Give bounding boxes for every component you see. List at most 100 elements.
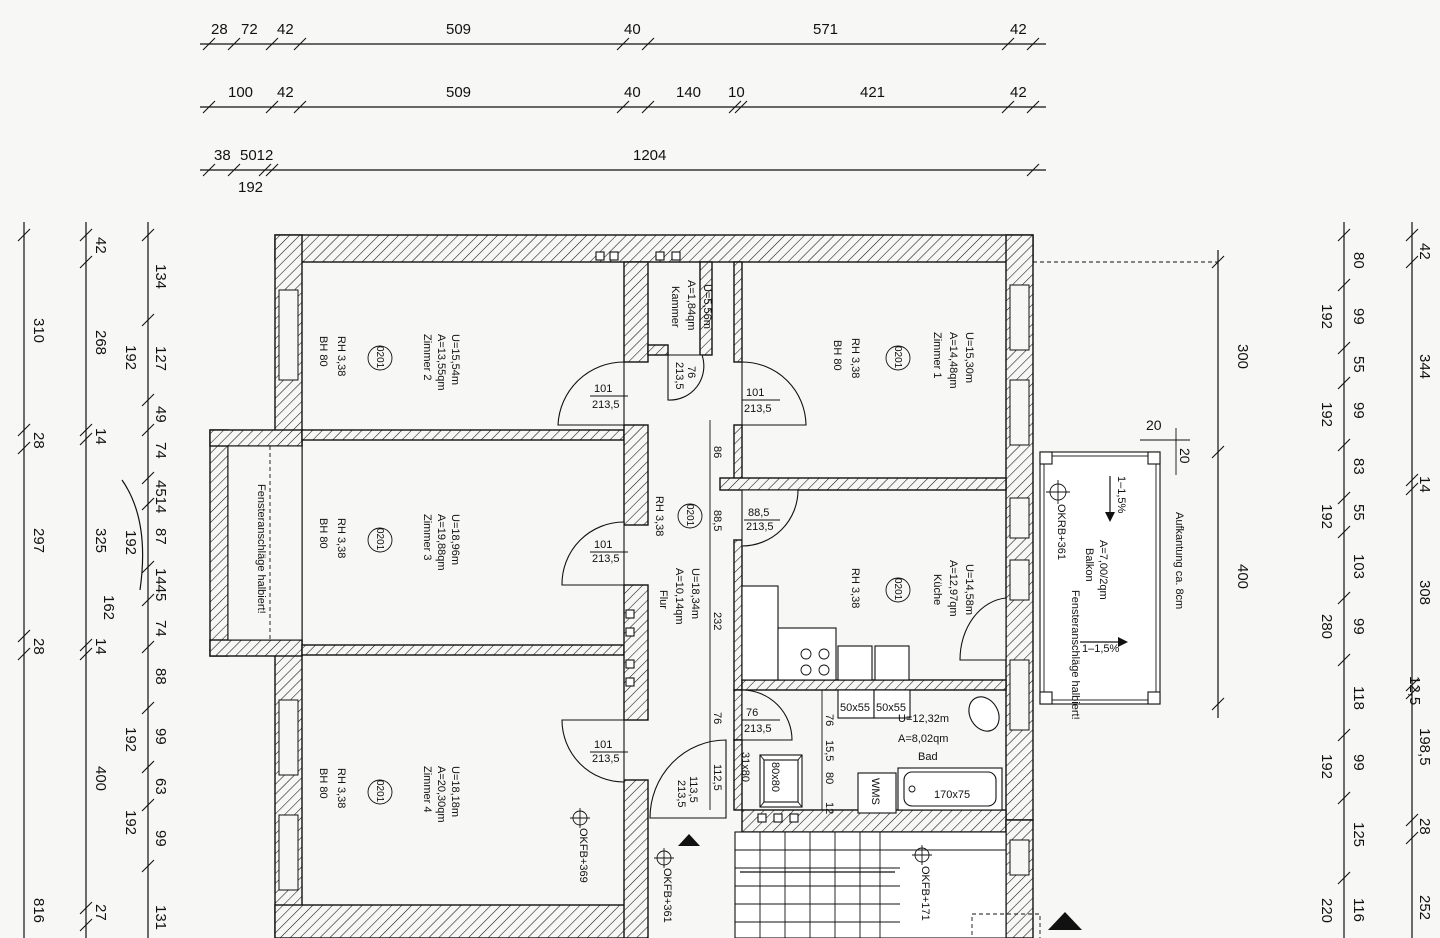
bath-label: 170x75 [934, 789, 970, 801]
entry-door-h: 213,5 [675, 780, 687, 808]
balkon-aufkantung: Aufkantung ca. 8cm [1173, 512, 1185, 609]
bad-door-w: 76 [746, 707, 758, 719]
dim-left-4-4: 74 [152, 442, 169, 459]
inner-dimensions: 86 88,5 232 76 112,5 76 15,5 80 12 [709, 420, 835, 814]
right-dimension-chains: 300 400 192 192 192 280 192 220 80 99 55… [1211, 222, 1433, 938]
kueche-rh: RH 3,38 [849, 568, 861, 608]
sink2-label: 50x55 [876, 702, 906, 714]
zimmer1-name: Zimmer 1 [931, 332, 943, 378]
dim-left-3-4: 192 [122, 727, 139, 752]
dim-left-4-1: 134 [152, 264, 169, 289]
dim-left-4-6: 87 [152, 528, 169, 545]
dim-right-2-6: 220 [1318, 898, 1335, 923]
dim-left-2-4: 325 [92, 528, 109, 553]
dim-right-2-2: 192 [1318, 402, 1335, 427]
level-okfb-361: OKFB+361 [661, 868, 673, 923]
dim-right-3-5: 83 [1350, 458, 1367, 475]
dim-right-2-5: 192 [1318, 754, 1335, 779]
kueche-door-h: 213,5 [746, 521, 774, 533]
dim-right-2-1: 192 [1318, 304, 1335, 329]
dim-right-3-10: 99 [1350, 754, 1367, 771]
dim-left-4-7: 1445 [152, 568, 169, 601]
zimmer1-rh: RH 3,38 [849, 338, 861, 378]
inner-dim-80: 80 [823, 772, 835, 784]
zimmer1-a: A=14,48qm [947, 332, 959, 389]
flur-num: 0201 [684, 504, 695, 527]
door3-w: 101 [594, 739, 612, 751]
dim-right-3-3: 55 [1350, 356, 1367, 373]
zimmer2-rh: RH 3,38 [335, 336, 347, 376]
inner-dim-86: 86 [711, 446, 723, 458]
flur-u: U=18,34m [689, 568, 701, 619]
room-zimmer-4: U=18,18m A=20,30qm Zimmer 4 0201 RH 3,38… [317, 766, 461, 823]
dim-left-2-5: 14 [92, 638, 109, 655]
balkon-fenster: Fensteranschläge halbiert! [1069, 590, 1081, 720]
dim-right-4-4: 308 [1416, 580, 1433, 605]
dim-top-2-7: 421 [860, 84, 885, 101]
door3-h: 213,5 [592, 753, 620, 765]
dim-left-4-3: 49 [152, 406, 169, 423]
balkon-area: A=7,00/2qm [1097, 540, 1109, 600]
door4-h: 213,5 [744, 403, 772, 415]
bad-name: Bad [918, 751, 938, 763]
dim-top-1-4: 509 [446, 21, 471, 38]
zimmer1-bh: BH 80 [831, 340, 843, 371]
dim-top-3-2: 5012 [240, 147, 273, 164]
dim-right-4-2: 344 [1416, 354, 1433, 379]
dim-top-3-4: 192 [238, 179, 263, 196]
inner-dim-232: 232 [711, 612, 723, 630]
inner-dim-76: 76 [711, 712, 723, 724]
zimmer4-num: 0201 [374, 780, 385, 803]
dim-top-3-1: 38 [214, 147, 231, 164]
zimmer4-rh: RH 3,38 [335, 768, 347, 808]
bad-u: U=12,32m [898, 713, 949, 725]
kammer-a: A=1,84qm [685, 280, 697, 330]
dim-left-2-6: 400 [92, 766, 109, 791]
dim-left-1-6: 816 [30, 898, 47, 923]
entry-door-w: 113,5 [687, 776, 699, 803]
dim-left-3-3: 162 [100, 595, 117, 620]
kammer-u: U=5,56m [701, 284, 713, 329]
dim-top-3-3: 1204 [633, 147, 666, 164]
doors [557, 354, 1007, 819]
dim-left-4-9: 88 [152, 668, 169, 685]
zimmer1-num: 0201 [892, 346, 903, 369]
bad-a: A=8,02qm [898, 733, 948, 745]
dim-right-3-1: 80 [1350, 252, 1367, 269]
dim-left-4-12: 99 [152, 830, 169, 847]
zimmer3-rh: RH 3,38 [335, 518, 347, 558]
room-zimmer-3: U=18,96m A=19,88qm Zimmer 3 0201 RH 3,38… [317, 514, 461, 571]
door-labels: 101 213,5 101 213,5 101 213,5 101 213,5 … [590, 362, 780, 808]
dim-right-2-4: 280 [1318, 614, 1335, 639]
dim-left-3-1: 192 [122, 345, 139, 370]
room-labels: U=15,54m A=13,55qm Zimmer 2 0201 RH 3,38… [255, 280, 975, 823]
dim-left-1-2: 28 [30, 432, 47, 449]
inner-dim-15-5: 15,5 [823, 740, 835, 761]
dim-right-4-7: 28 [1416, 818, 1433, 835]
dim-left-4-13: 131 [152, 905, 169, 930]
dim-left-4-10: 99 [152, 728, 169, 745]
zimmer3-u: U=18,96m [449, 514, 461, 565]
room-zimmer-1: U=15,30m A=14,48qm Zimmer 1 0201 RH 3,38… [831, 332, 975, 389]
room-kueche: U=14,58m A=12,97qm Küche 0201 RH 3,38 [849, 560, 975, 617]
dim-right-1-2: 400 [1234, 564, 1251, 589]
fixtures: 50x55 50x55 80x80 31x80 WMS 170x75 [739, 585, 1003, 814]
dim-top-1-6: 571 [813, 21, 838, 38]
zimmer2-num: 0201 [374, 346, 385, 369]
dim-right-4-6: 198,5 [1416, 728, 1433, 766]
dim-top-1-3: 42 [277, 21, 294, 38]
dim-top-2-4: 40 [624, 84, 641, 101]
inner-dim-12: 12 [823, 802, 835, 814]
level-okfb-171: OKFB+171 [919, 866, 931, 921]
dim-right-3-11: 125 [1350, 822, 1367, 847]
flur-name: Flur [657, 590, 669, 609]
left-dimension-chains: 310 28 297 28 816 42 268 14 325 14 400 2… [17, 222, 169, 938]
dim-left-2-1: 42 [92, 237, 109, 254]
balkon-label: Balkon [1083, 548, 1095, 582]
dim-top-1-5: 40 [624, 21, 641, 38]
top-dimension-chains: 28 72 42 509 40 571 42 100 42 509 40 140… [200, 21, 1046, 196]
dim-left-2-3: 14 [92, 428, 109, 445]
dim-left-4-5: 4514 [152, 480, 169, 513]
bay-window-note: Fensteranschläge halbiert! [255, 484, 267, 614]
dim-top-2-2: 42 [277, 84, 294, 101]
